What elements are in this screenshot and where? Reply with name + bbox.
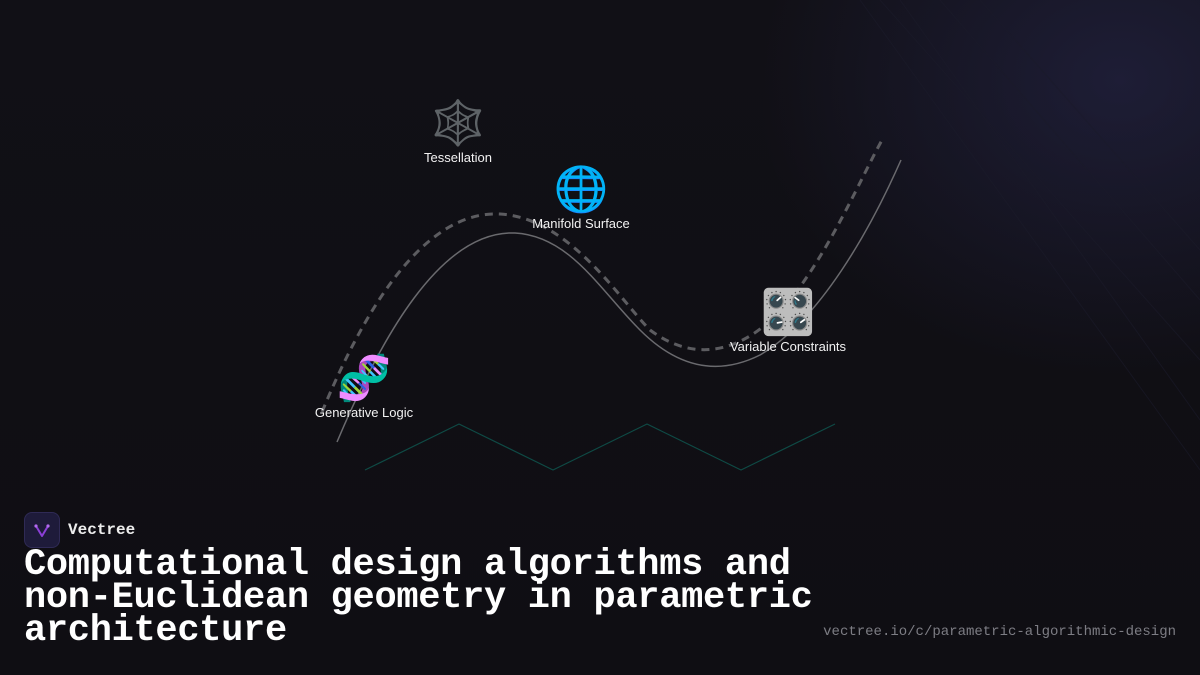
node-generative-logic: 🧬 Generative Logic bbox=[314, 354, 414, 421]
dashed-curve bbox=[320, 139, 884, 413]
node-label-manifold-surface: Manifold Surface bbox=[532, 216, 630, 231]
zigzag-line bbox=[364, 423, 836, 471]
vectree-logo-icon bbox=[24, 512, 60, 548]
page-url[interactable]: vectree.io/c/parametric-algorithmic-desi… bbox=[823, 624, 1176, 640]
brand[interactable]: Vectree bbox=[24, 512, 135, 548]
dna-icon: 🧬 bbox=[336, 354, 392, 403]
node-label-generative-logic: Generative Logic bbox=[314, 405, 414, 420]
node-label-tessellation: Tessellation bbox=[424, 150, 492, 165]
node-variable-constraints: 🎛️ Variable Constraints bbox=[729, 288, 847, 355]
control-knobs-icon: 🎛️ bbox=[760, 288, 816, 337]
web-icon: 🕸️ bbox=[430, 99, 486, 148]
node-manifold-surface: 🌐 Manifold Surface bbox=[532, 165, 630, 232]
brand-name: Vectree bbox=[68, 521, 136, 539]
page-title: Computational design algorithms and non-… bbox=[24, 544, 813, 652]
node-label-variable-constraints: Variable Constraints bbox=[729, 339, 847, 354]
solid-curve bbox=[336, 159, 902, 443]
node-tessellation: 🕸️ Tessellation bbox=[424, 99, 492, 166]
globe-icon: 🌐 bbox=[553, 165, 609, 214]
